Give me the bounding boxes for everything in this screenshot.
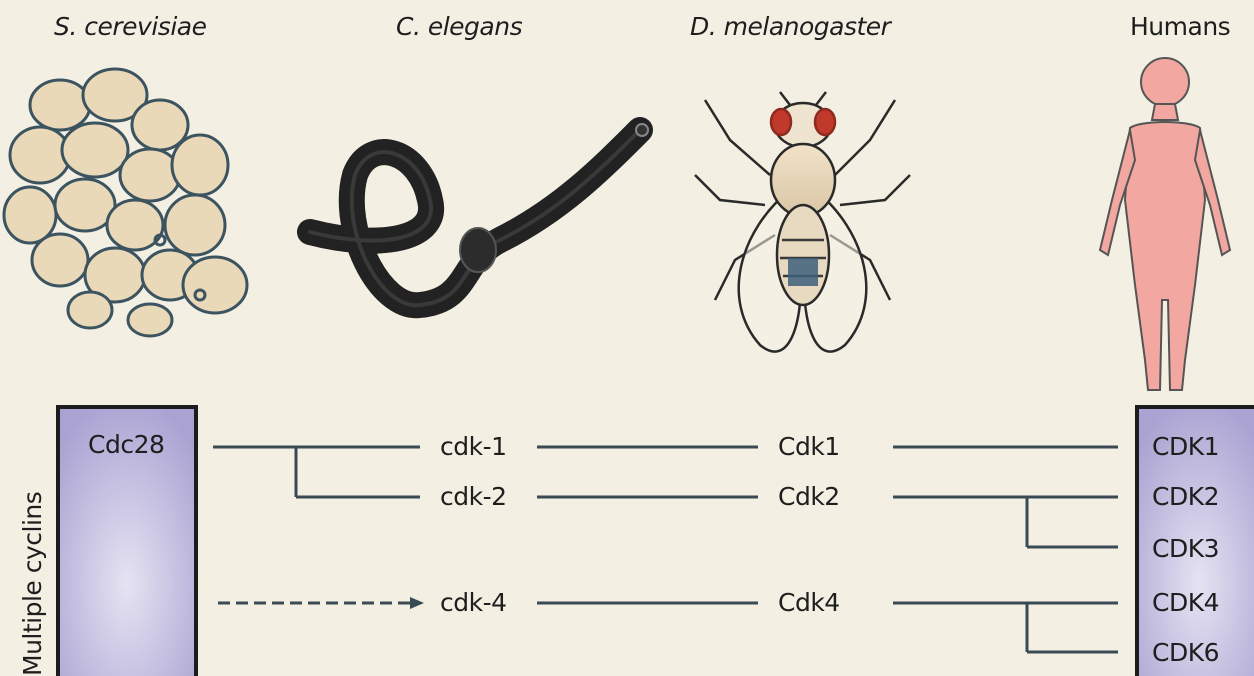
gene-fly-cdk2: Cdk2 bbox=[778, 482, 840, 511]
gene-human-cdk1: CDK1 bbox=[1152, 432, 1219, 461]
gene-fly-cdk1: Cdk1 bbox=[778, 432, 840, 461]
gene-cdk-4: cdk-4 bbox=[440, 588, 507, 617]
label-worm: C. elegans bbox=[396, 12, 522, 41]
gene-fly-cdk4: Cdk4 bbox=[778, 588, 840, 617]
label-humans: Humans bbox=[1130, 12, 1230, 41]
label-yeast: S. cerevisiae bbox=[54, 12, 206, 41]
gene-cdk-1: cdk-1 bbox=[440, 432, 507, 461]
multiple-cyclins-label: Multiple cyclins bbox=[18, 492, 47, 676]
human-illustration bbox=[1100, 58, 1230, 390]
fly-illustration bbox=[695, 92, 910, 352]
dashed-arrow bbox=[218, 597, 424, 609]
yeast-illustration bbox=[4, 69, 247, 336]
gene-human-cdk4: CDK4 bbox=[1152, 588, 1219, 617]
gene-human-cdk3: CDK3 bbox=[1152, 534, 1219, 563]
label-fly: D. melanogaster bbox=[690, 12, 890, 41]
connector-lines bbox=[213, 447, 1118, 652]
worm-illustration bbox=[310, 124, 648, 305]
gene-human-cdk6: CDK6 bbox=[1152, 638, 1219, 667]
gene-cdc28: Cdc28 bbox=[88, 430, 164, 459]
gene-cdk-2: cdk-2 bbox=[440, 482, 507, 511]
gene-human-cdk2: CDK2 bbox=[1152, 482, 1219, 511]
